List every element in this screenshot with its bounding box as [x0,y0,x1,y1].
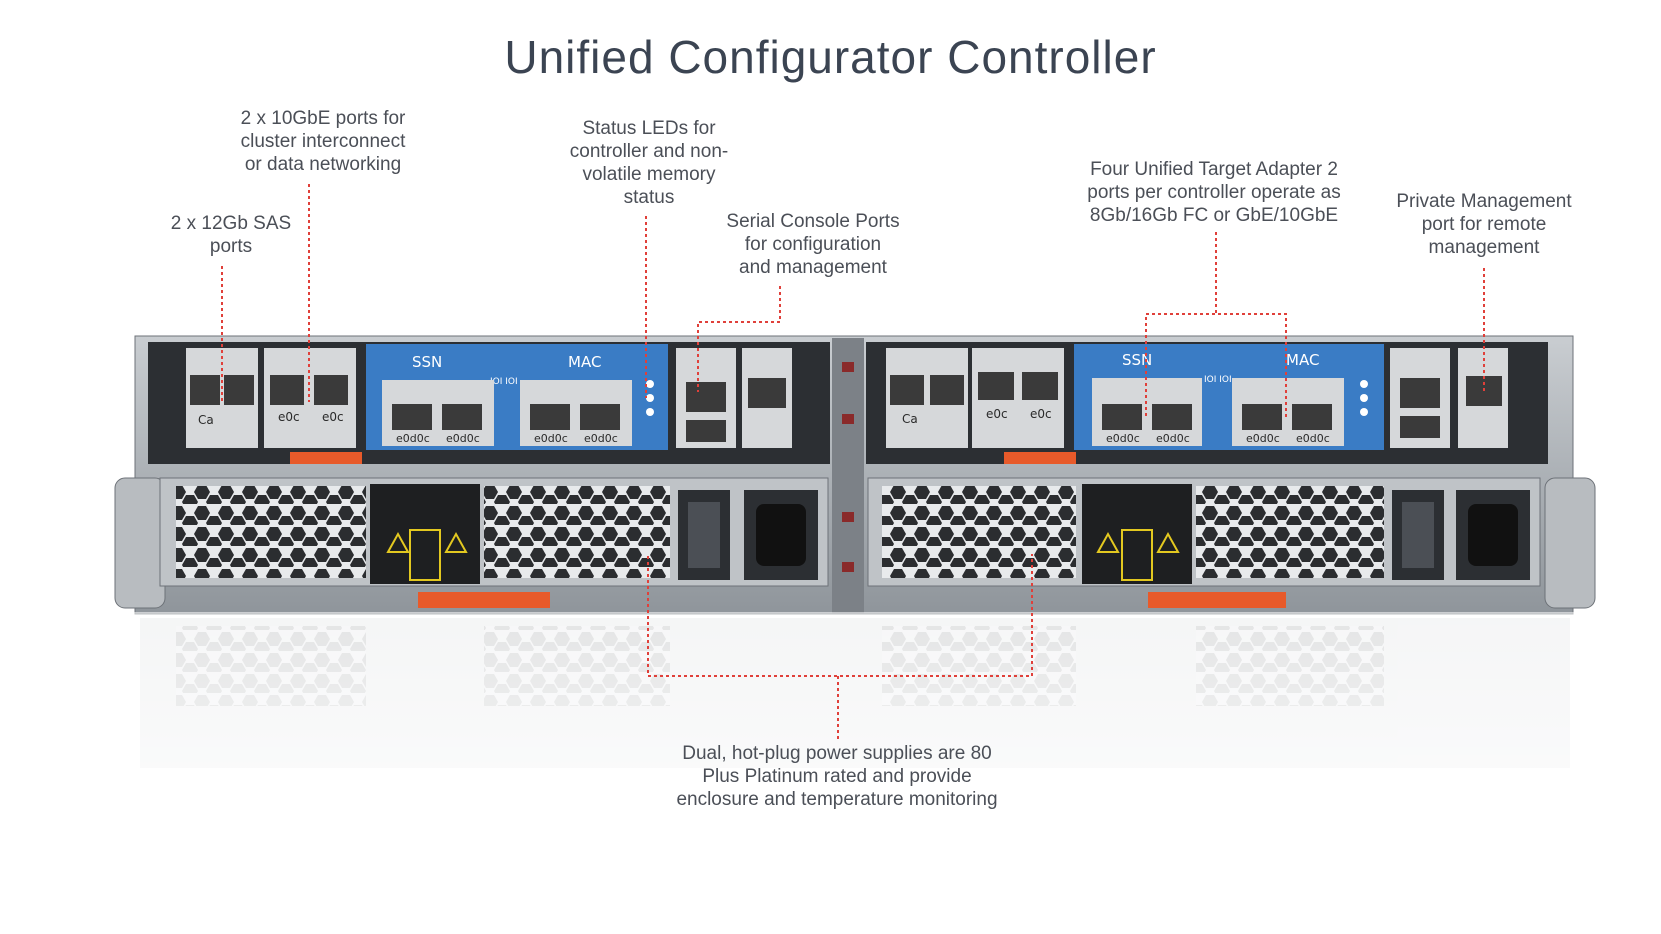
e0c-label-b1: e0c [986,407,1008,421]
binary-label-a: IOI IOI [490,377,518,387]
controller-b: Ca e0c e0c SSN MAC IOI IOI e0d0c e0d0c [866,342,1548,464]
orange-tab-a1 [290,452,362,464]
uta-panel-a: SSN MAC IOI IOI e0d0c e0d0c e0d0c e0d0c [366,344,668,450]
power-supply-b [867,477,1541,608]
uta-port-label-b2: e0d0c [1156,432,1190,445]
status-led-a2 [646,394,654,402]
console-ports-b [1390,348,1508,448]
e0c-label-2: e0c [322,410,344,424]
mac-label-a: MAC [568,353,601,371]
line-serial [697,286,781,392]
status-led-a1 [646,380,654,388]
line-uta-branch [1145,313,1287,420]
controller-a: Ca e0c e0c SSN MAC IOI IOI e0d0c e0d0c [148,342,830,464]
callout-uta-ports: Four Unified Target Adapter 2 ports per … [1087,159,1341,226]
uta-port-label-a4: e0d0c [584,432,618,445]
e0c-label-b2: e0c [1030,407,1052,421]
uta-port-label-b1: e0d0c [1106,432,1140,445]
console-ports-a [676,348,792,448]
uta-port-label-b4: e0d0c [1296,432,1330,445]
tengbe-port-block: e0c e0c [264,348,356,448]
uta-panel-b: SSN MAC IOI IOI e0d0c e0d0c e0d0c e0d0c [1074,344,1384,450]
status-led-b1 [1360,380,1368,388]
callout-serial-console: Serial Console Ports for configuration a… [726,211,900,278]
orange-tab-b2 [1148,592,1286,608]
callout-private-management: Private Management port for remote manag… [1396,191,1572,258]
page-title: Unified Configurator Controller [504,31,1157,83]
line-psu-bracket [647,554,1033,677]
status-led-b2 [1360,394,1368,402]
uta-port-label-a1: e0d0c [396,432,430,445]
uta-port-label-a3: e0d0c [534,432,568,445]
uta-port-label-b3: e0d0c [1246,432,1280,445]
callout-lines [221,184,1485,740]
sas-label-b: Ca [902,412,918,426]
uta-port-label-a2: e0d0c [446,432,480,445]
power-supply-a [159,477,829,608]
status-led-a3 [646,408,654,416]
sas-label: Ca [198,413,214,427]
callout-power-supplies: Dual, hot-plug power supplies are 80 Plu… [676,743,998,810]
orange-tab-b1 [1004,452,1076,464]
callout-status-leds: Status LEDs for controller and non- vola… [569,118,729,208]
status-led-b3 [1360,408,1368,416]
e0c-label-1: e0c [278,410,300,424]
ssn-label-b: SSN [1122,351,1152,369]
callout-10gbe-ports: 2 x 10GbE ports for cluster interconnect… [240,108,406,175]
orange-tab-a2 [418,592,550,608]
sas-port-block-b: Ca [886,348,968,448]
tengbe-port-block-b: e0c e0c [972,348,1064,448]
mac-label-b: MAC [1286,351,1319,369]
callout-sas-ports: 2 x 12Gb SAS ports [170,213,292,257]
ssn-label-a: SSN [412,353,442,371]
binary-label-b: IOI IOI [1204,375,1232,385]
